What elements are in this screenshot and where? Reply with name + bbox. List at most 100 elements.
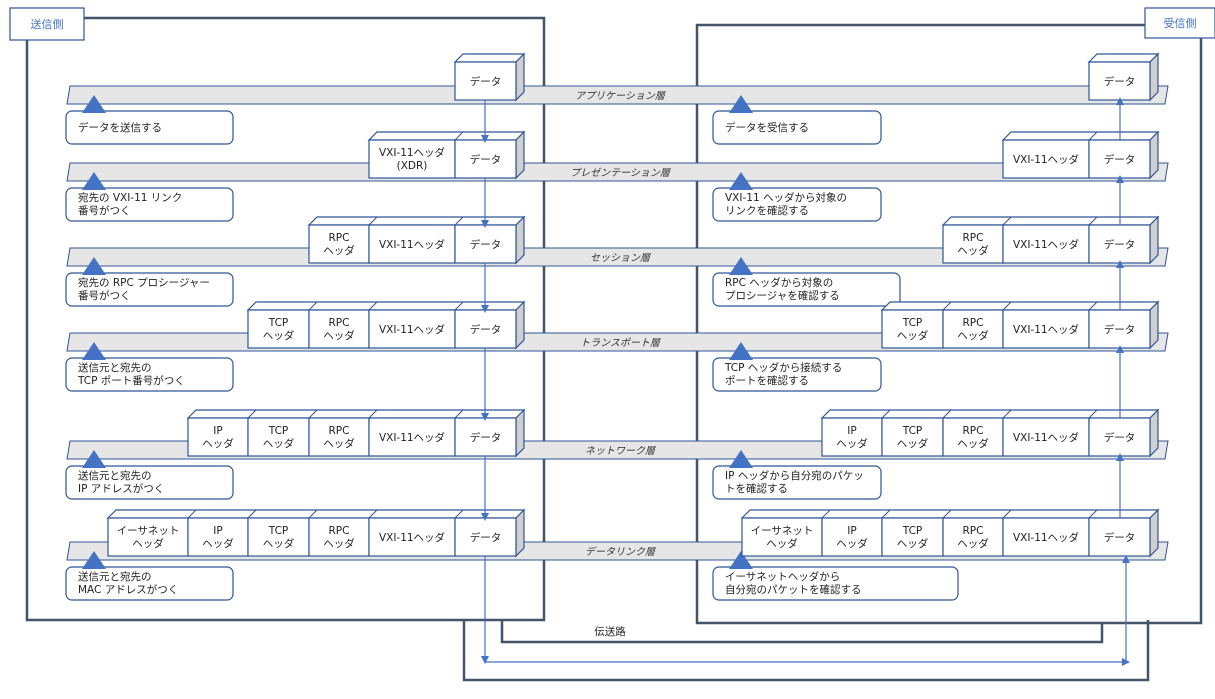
packet-cell-vxi: VXI-11ヘッダ	[1002, 216, 1090, 264]
packet-side-face	[1149, 52, 1159, 102]
note-text: VXI-11 ヘッダから対象の	[725, 191, 847, 204]
note-text: トを確認する	[725, 482, 788, 495]
packet-cell-label: データ	[1104, 323, 1136, 336]
packet-cell-data: データ	[454, 61, 517, 101]
packet-cell-label: VXI-11ヘッダ	[1013, 431, 1080, 444]
note-text: リンクを確認する	[725, 204, 809, 217]
packet-side-face	[1149, 215, 1159, 265]
packet-side-face	[1149, 508, 1159, 558]
packet-cell-label: データ	[470, 323, 502, 336]
packet-cell-label: データ	[470, 75, 502, 88]
note-text: イーサネットヘッダから	[725, 570, 840, 583]
pointer-triangle-icon	[82, 551, 106, 569]
sender-label-box: 送信側	[9, 7, 85, 41]
layer-band: プレゼンテーション層	[66, 162, 1169, 182]
packet-cell-label: データ	[470, 531, 502, 544]
packet-cell-label: ヘッダ	[263, 329, 295, 342]
sender-packet: VXI-11ヘッダ(XDR)データ	[367, 130, 526, 180]
note-text: 宛先の VXI-11 リンク	[78, 191, 182, 204]
packet-cell-label: データ	[1104, 75, 1136, 88]
layer-name: ネットワーク層	[585, 445, 656, 457]
pointer-triangle-icon	[729, 172, 753, 190]
note-text: データを送信する	[78, 121, 162, 134]
packet-top-face	[941, 216, 1160, 226]
pointer-triangle-icon	[82, 450, 106, 468]
packet-cell-label: RPC	[963, 525, 984, 537]
packet-top-face	[246, 301, 526, 311]
packet-cell-label: RPC	[963, 425, 984, 437]
packet-side-face	[1149, 130, 1159, 180]
note-text: TCP ヘッダから接続する	[724, 361, 842, 374]
packet-cell-label: TCP	[902, 317, 922, 329]
packet-cell-label: ヘッダ	[836, 437, 868, 450]
packet-cell-vxi: VXI-11ヘッダ	[368, 409, 456, 457]
packet-side-face	[515, 130, 525, 180]
layer-name: アプリケーション層	[575, 90, 666, 102]
packet-cell-eth: イーサネットヘッダ	[107, 517, 189, 557]
packet-cell-vxi: VXI-11ヘッダ	[368, 509, 456, 557]
packet-cell-label: IP	[847, 425, 856, 437]
sender-note: データを送信する	[65, 95, 234, 145]
note-text: 送信元と宛先の	[78, 570, 152, 583]
transmission-path-label: 伝送路	[594, 625, 626, 638]
note-text: TCP ポート番号がつく	[77, 374, 185, 387]
packet-cell-label: イーサネット	[117, 525, 180, 537]
packet-cell-label: ヘッダ	[957, 537, 989, 550]
packet-cell-label: VXI-11ヘッダ	[1013, 323, 1080, 336]
layer-name: プレゼンテーション層	[570, 167, 671, 179]
pointer-triangle-icon	[82, 95, 106, 113]
packet-cell-label: RPC	[329, 232, 350, 244]
pointer-triangle-icon	[729, 257, 753, 275]
transmission-path-frame	[462, 620, 1150, 682]
packet-side-face	[515, 408, 525, 458]
packet-cell-label: RPC	[329, 525, 350, 537]
packet-side-face	[515, 300, 525, 350]
packet-top-face	[820, 409, 1160, 419]
packet-cell-label: ヘッダ	[323, 329, 355, 342]
layer-name: トランスポート層	[580, 337, 661, 349]
packet-cell-vxi-xdr: VXI-11ヘッダ(XDR)	[368, 139, 456, 179]
note-text: 番号がつく	[78, 204, 131, 217]
packet-cell-label: VXI-11ヘッダ	[379, 531, 446, 544]
packet-cell-label: ヘッダ	[836, 537, 868, 550]
packet-cell-label: VXI-11ヘッダ	[1013, 238, 1080, 251]
packet-cell-label: ヘッダ	[202, 437, 234, 450]
packet-cell-label: データ	[1104, 153, 1136, 166]
packet-cell-vxi: VXI-11ヘッダ	[368, 216, 456, 264]
packet-top-face	[367, 131, 526, 141]
packet-cell-label: データ	[1104, 431, 1136, 444]
receiver-packet: VXI-11ヘッダデータ	[1001, 130, 1160, 180]
sender-frame	[25, 16, 546, 622]
packet-cell-label: ヘッダ	[202, 537, 234, 550]
sender-packet: データ	[453, 52, 526, 102]
note-text: 送信元と宛先の	[78, 361, 152, 374]
packet-cell-label: ヘッダ	[766, 537, 798, 550]
receiver-note: データを受信する	[712, 95, 882, 145]
packet-cell-eth: イーサネットヘッダ	[741, 517, 823, 557]
packet-cell-label: データ	[470, 238, 502, 251]
packet-cell-label: イーサネット	[751, 525, 814, 537]
note-text: データを受信する	[725, 121, 809, 134]
note-text: 送信元と宛先の	[78, 469, 152, 482]
layer-band: アプリケーション層	[66, 85, 1169, 105]
packet-cell-label: ヘッダ	[323, 244, 355, 257]
packet-cell-label: データ	[470, 431, 502, 444]
packet-cell-data: データ	[1088, 61, 1151, 101]
